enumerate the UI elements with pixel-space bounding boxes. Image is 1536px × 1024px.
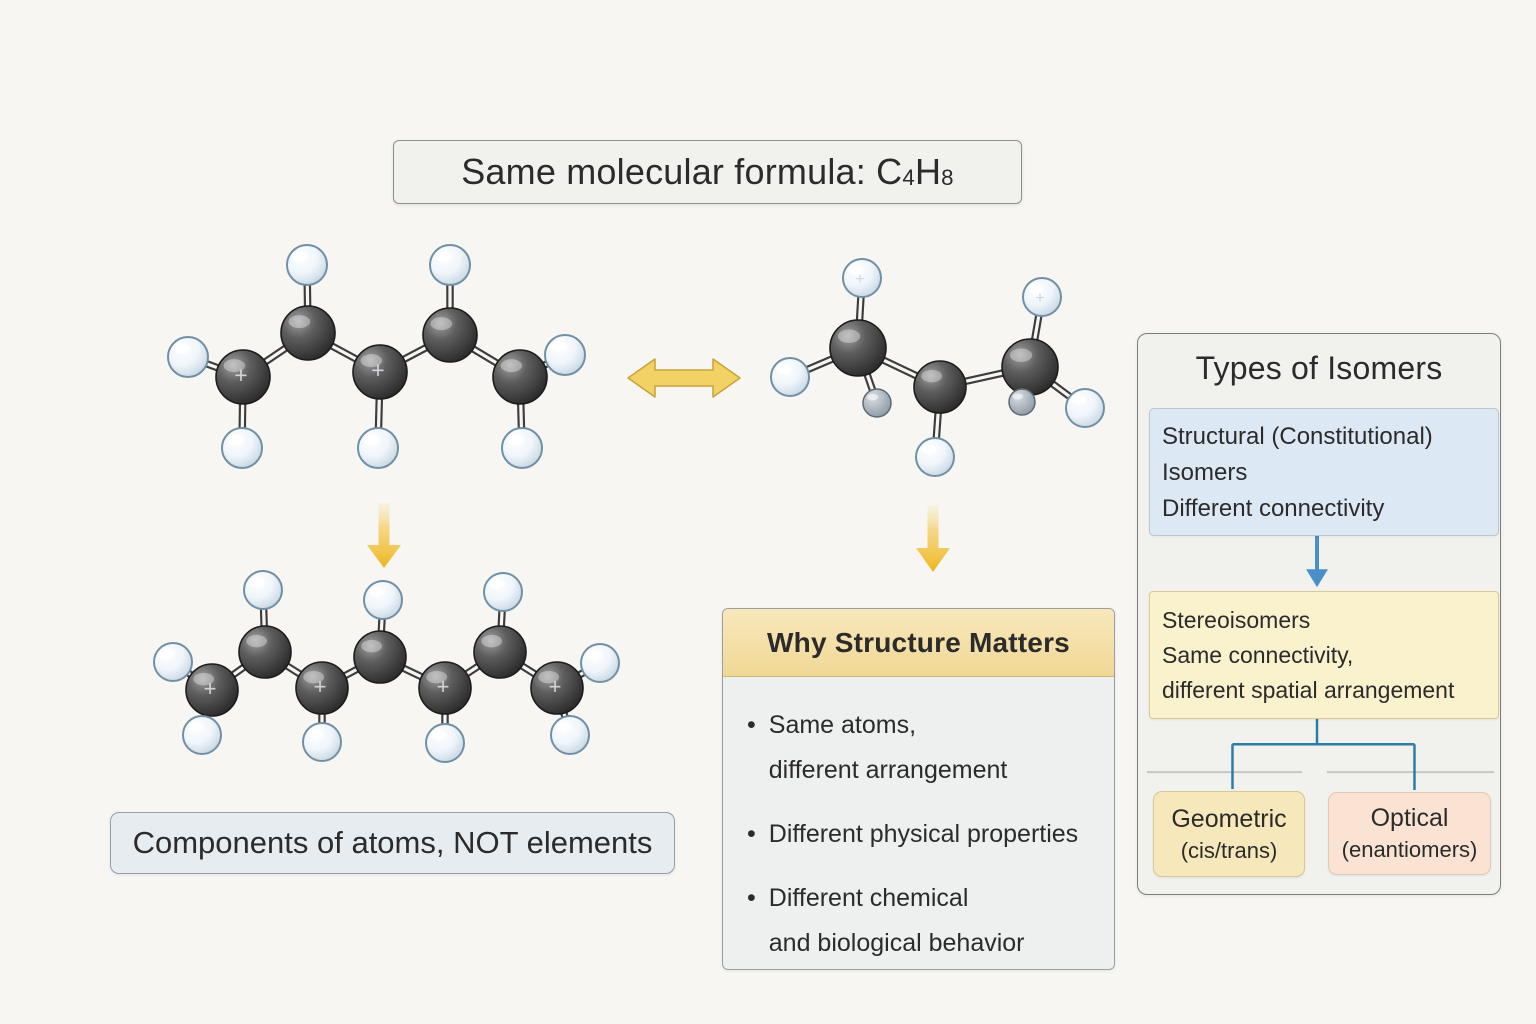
svg-text:+: +: [314, 674, 327, 699]
structural-line-2: Isomers: [1162, 459, 1248, 486]
stereoisomers-node: Stereoisomers Same connectivity, differe…: [1149, 591, 1499, 719]
down-arrow-left-icon: [367, 503, 401, 568]
bullet-item-chemical-behavior: • Different chemical and biological beha…: [747, 876, 1098, 966]
why-panel-body: • Same atoms, different arrangement • Di…: [723, 677, 1114, 966]
geometric-isomers-node: Geometric (cis/trans): [1153, 791, 1305, 877]
bullet-item-same-atoms: • Same atoms, different arrangement: [747, 703, 1098, 793]
why-structure-matters-panel: Why Structure Matters • Same atoms, diff…: [722, 608, 1115, 970]
svg-text:+: +: [204, 676, 217, 701]
components-note-label: Components of atoms, NOT elements: [132, 825, 653, 860]
down-arrow-right-icon: [916, 505, 950, 572]
bullet-icon: •: [747, 820, 756, 848]
structural-line-3: Different connectivity: [1162, 495, 1385, 522]
formula-h-symbol: H: [914, 151, 942, 192]
structural-line-1: Structural (Constitutional): [1162, 423, 1433, 450]
optical-isomers-node: Optical (enantiomers): [1328, 792, 1491, 875]
molecule-ball-stick-left: ++: [167, 244, 586, 469]
stereo-line-3: different spatial arrangement: [1162, 677, 1455, 703]
svg-text:+: +: [437, 674, 450, 699]
svg-text:+: +: [549, 674, 562, 699]
why-panel-title: Why Structure Matters: [767, 626, 1070, 658]
equivalence-double-arrow-icon: [627, 358, 741, 398]
formula-c-subscript: 4: [902, 165, 915, 191]
geometric-title: Geometric: [1171, 804, 1287, 833]
molecule-ball-stick-bottom: + + + +: [153, 570, 620, 763]
svg-text:+: +: [371, 357, 384, 383]
stereo-line-2: Same connectivity,: [1162, 642, 1354, 668]
svg-text:+: +: [234, 362, 247, 388]
optical-title: Optical: [1370, 804, 1449, 832]
bullet-text: Different chemical and biological behavi…: [768, 884, 1025, 957]
bullet-text: Different physical properties: [768, 820, 1079, 848]
flowchart-connector-layer: [1146, 535, 1495, 791]
molecule-ball-stick-right: ++: [770, 258, 1105, 477]
svg-text:+: +: [855, 271, 864, 288]
stereo-line-1: Stereoisomers: [1162, 607, 1311, 633]
types-panel-title: Types of Isomers: [1195, 350, 1443, 386]
formula-title-text: Same molecular formula: C: [461, 151, 903, 192]
structural-isomers-node: Structural (Constitutional) Isomers Diff…: [1149, 408, 1499, 536]
types-of-isomers-panel: Types of Isomers Structural (Constitutio…: [1137, 333, 1501, 895]
bullet-icon: •: [747, 711, 756, 739]
optical-subtitle: (enantiomers): [1341, 837, 1478, 862]
components-note-box: Components of atoms, NOT elements: [110, 812, 675, 874]
svg-text:+: +: [1035, 290, 1044, 307]
bullet-icon: •: [747, 884, 756, 912]
flow-arrow-structural-to-stereo-icon: [1306, 535, 1328, 588]
branch-connector: [1231, 717, 1416, 791]
bullet-item-physical-properties: • Different physical properties: [747, 812, 1098, 857]
geometric-subtitle: (cis/trans): [1180, 837, 1278, 863]
formula-h-subscript: 8: [941, 165, 954, 191]
why-panel-header: Why Structure Matters: [723, 609, 1114, 677]
bullet-text: Same atoms, different arrangement: [768, 711, 1008, 784]
